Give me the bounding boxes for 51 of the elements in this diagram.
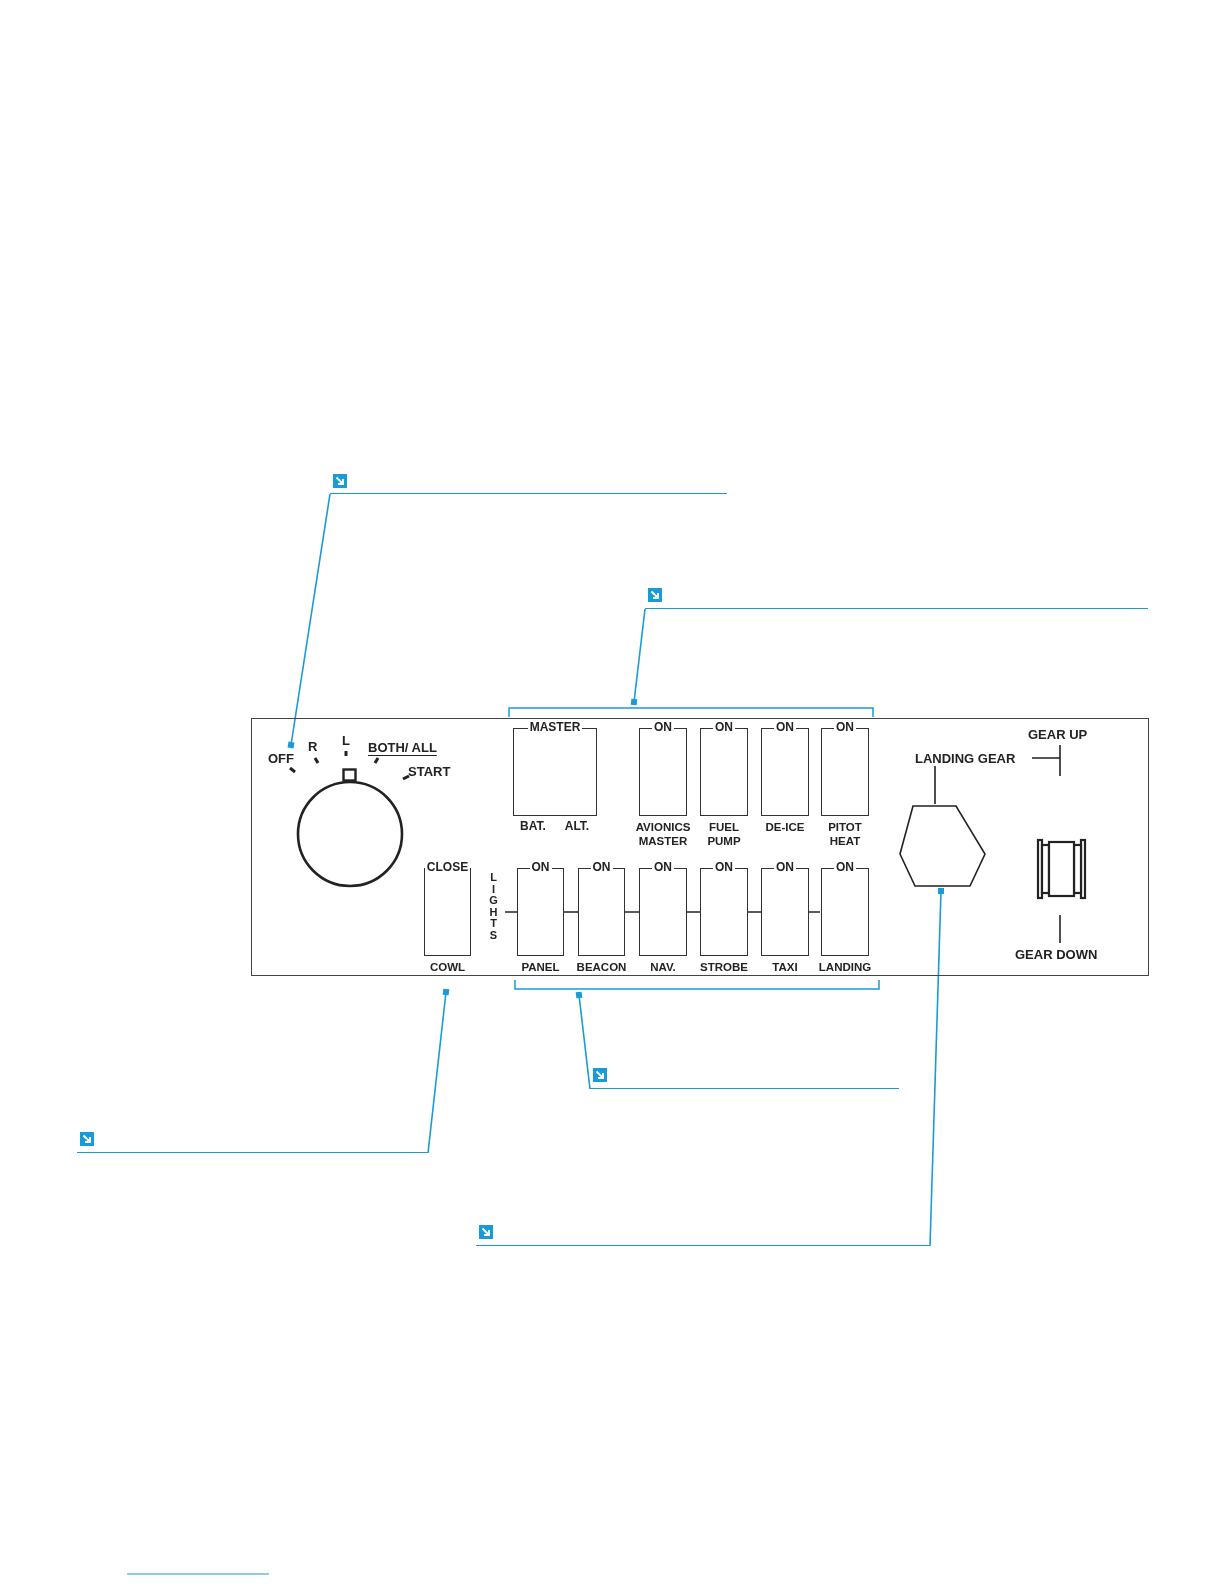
switch-label: TAXI (771, 960, 799, 974)
leader-line (630, 608, 646, 706)
switch-label: LANDING (817, 960, 873, 974)
connector-line (934, 765, 936, 805)
switch-label: STROBE (699, 960, 749, 974)
switch-label: CLOSE (424, 860, 471, 874)
switch-panel (251, 718, 1149, 976)
dial-position-label: R (308, 739, 318, 754)
switch-label: PITOT HEAT (827, 820, 863, 848)
switch-label: ON (834, 720, 856, 734)
switch-label: ON (652, 720, 674, 734)
switch-label: ON (590, 860, 613, 874)
switch-label: ON (713, 720, 735, 734)
switch-label: ON (774, 860, 796, 874)
callout-marker (330, 474, 727, 494)
leader-line (427, 988, 450, 1154)
ignition-knob (296, 768, 404, 889)
switch-label: BAT. (519, 820, 547, 833)
callout-marker (476, 1225, 930, 1246)
switch-label: ON (652, 860, 674, 874)
leader-line (929, 887, 945, 1247)
callout-marker (645, 588, 1148, 609)
leader-line (287, 493, 331, 749)
gear-switch-drawing (1037, 839, 1086, 899)
switch-label: COWL (428, 960, 467, 974)
gear-position-label: GEAR DOWN (1015, 947, 1098, 962)
group-label: LIGHTS (489, 872, 498, 941)
bracket (508, 707, 874, 717)
gear-handle (899, 805, 986, 887)
gear-position-label: GEAR UP (1028, 727, 1088, 742)
switch-label: ON (834, 860, 856, 874)
switch-label: MASTER (527, 720, 583, 734)
switch-label: PANEL (520, 960, 561, 974)
callout-marker (590, 1068, 899, 1089)
dial-position-label: START (408, 764, 451, 779)
switch-label: ALT. (563, 820, 591, 833)
callout-marker (77, 1132, 428, 1153)
control-label: LANDING GEAR (915, 751, 1033, 767)
switch-label: FUEL PUMP (706, 820, 742, 848)
leader-line (575, 991, 591, 1090)
dial-position-label: BOTH/ ALL (368, 740, 437, 755)
switch-label: ON (774, 720, 796, 734)
bracket (514, 980, 880, 990)
switch-label: BEACON (575, 960, 628, 974)
switch-label: NAV. (649, 960, 677, 974)
switch-label: ON (713, 860, 735, 874)
dial-position-label: L (342, 733, 350, 748)
switch-label: AVIONICS MASTER (634, 820, 692, 848)
dial-position-label: OFF (268, 751, 294, 766)
switch-label: ON (529, 860, 552, 874)
switch-label: DE-ICE (764, 820, 806, 834)
